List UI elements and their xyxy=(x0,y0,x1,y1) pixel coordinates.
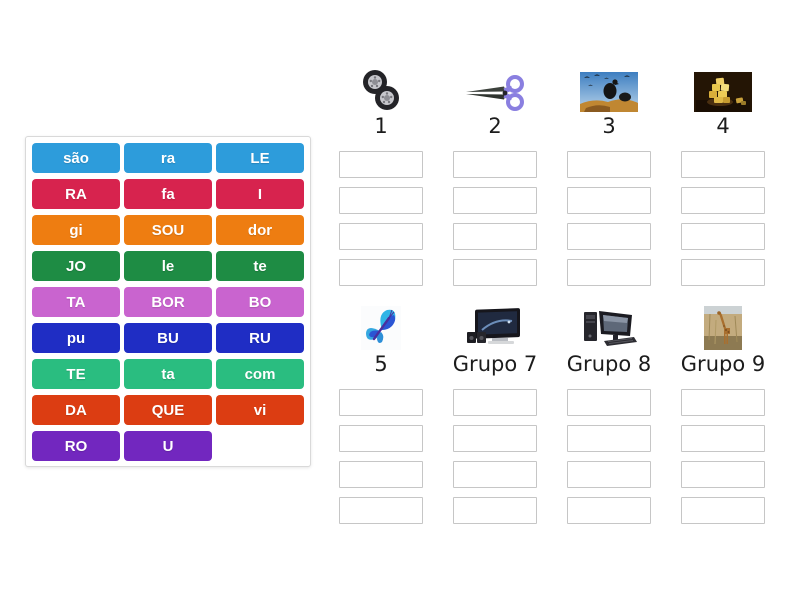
word-tile[interactable]: I xyxy=(216,179,304,209)
word-tile[interactable]: U xyxy=(124,431,212,461)
drop-slot[interactable] xyxy=(681,259,765,286)
drop-slot[interactable] xyxy=(567,497,651,524)
wheels-image xyxy=(361,64,401,112)
word-tile[interactable]: te xyxy=(216,251,304,281)
drop-slot[interactable] xyxy=(567,461,651,488)
drop-slot[interactable] xyxy=(681,151,765,178)
scissors-image xyxy=(464,64,526,112)
group-label: Grupo 8 xyxy=(566,352,652,376)
group-column: 1 xyxy=(324,64,438,286)
group-column: 3 xyxy=(552,64,666,286)
drop-slot[interactable] xyxy=(339,151,423,178)
drop-slot[interactable] xyxy=(567,223,651,250)
drop-slot[interactable] xyxy=(339,259,423,286)
drop-slot[interactable] xyxy=(339,497,423,524)
drop-slot[interactable] xyxy=(339,223,423,250)
word-tile[interactable]: TA xyxy=(32,287,120,317)
drop-slot[interactable] xyxy=(453,151,537,178)
drop-slot[interactable] xyxy=(567,151,651,178)
word-tile[interactable]: RU xyxy=(216,323,304,353)
drop-slot[interactable] xyxy=(339,389,423,416)
computer-image xyxy=(580,302,638,350)
group-column: 4 xyxy=(666,64,780,286)
group-label: Grupo 9 xyxy=(680,352,766,376)
drop-slot[interactable] xyxy=(453,425,537,452)
group-label: 2 xyxy=(488,114,502,138)
word-tile[interactable]: RA xyxy=(32,179,120,209)
word-tile[interactable]: vi xyxy=(216,395,304,425)
drop-slot[interactable] xyxy=(453,259,537,286)
word-tile[interactable]: BOR xyxy=(124,287,212,317)
giraffe-image xyxy=(704,302,742,350)
word-tile[interactable]: pu xyxy=(32,323,120,353)
drop-slot[interactable] xyxy=(339,461,423,488)
drop-slot[interactable] xyxy=(567,259,651,286)
word-tile[interactable]: SOU xyxy=(124,215,212,245)
word-tile[interactable]: ta xyxy=(124,359,212,389)
drop-slot[interactable] xyxy=(453,389,537,416)
word-tile[interactable]: BO xyxy=(216,287,304,317)
word-tile[interactable]: são xyxy=(32,143,120,173)
group-column: Grupo 9 xyxy=(666,302,780,524)
word-tile[interactable]: gi xyxy=(32,215,120,245)
drop-slot[interactable] xyxy=(567,425,651,452)
word-tile[interactable]: com xyxy=(216,359,304,389)
word-tile[interactable]: JO xyxy=(32,251,120,281)
cheese-image xyxy=(694,64,752,112)
drop-slot[interactable] xyxy=(453,461,537,488)
butterfly-image xyxy=(361,302,401,350)
word-tile[interactable]: DA xyxy=(32,395,120,425)
drop-slot[interactable] xyxy=(681,425,765,452)
word-tile[interactable]: RO xyxy=(32,431,120,461)
vultures-image xyxy=(580,64,638,112)
drop-slot[interactable] xyxy=(453,497,537,524)
group-label: 1 xyxy=(374,114,388,138)
word-tile[interactable]: TE xyxy=(32,359,120,389)
drop-slot[interactable] xyxy=(681,223,765,250)
word-tile[interactable]: fa xyxy=(124,179,212,209)
tv-image xyxy=(466,302,524,350)
word-tile[interactable]: BU xyxy=(124,323,212,353)
drop-slot[interactable] xyxy=(681,461,765,488)
drop-slot[interactable] xyxy=(453,223,537,250)
group-label: Grupo 7 xyxy=(452,352,538,376)
group-column: Grupo 8 xyxy=(552,302,666,524)
groups-grid: 1 2 3 4 5 Grupo 7 Grupo 8 Grupo 9 xyxy=(324,64,784,524)
word-tile[interactable]: ra xyxy=(124,143,212,173)
drop-slot[interactable] xyxy=(339,425,423,452)
group-label: 4 xyxy=(716,114,730,138)
drop-slot[interactable] xyxy=(681,187,765,214)
word-tile[interactable]: le xyxy=(124,251,212,281)
group-column: Grupo 7 xyxy=(438,302,552,524)
drop-slot[interactable] xyxy=(681,497,765,524)
word-tile[interactable]: QUE xyxy=(124,395,212,425)
group-column: 5 xyxy=(324,302,438,524)
drop-slot[interactable] xyxy=(681,389,765,416)
word-tile[interactable]: LE xyxy=(216,143,304,173)
word-tile[interactable]: dor xyxy=(216,215,304,245)
drop-slot[interactable] xyxy=(567,187,651,214)
drop-slot[interactable] xyxy=(567,389,651,416)
group-column: 2 xyxy=(438,64,552,286)
drop-slot[interactable] xyxy=(453,187,537,214)
drop-slot[interactable] xyxy=(339,187,423,214)
group-label: 3 xyxy=(602,114,616,138)
group-label: 5 xyxy=(374,352,388,376)
